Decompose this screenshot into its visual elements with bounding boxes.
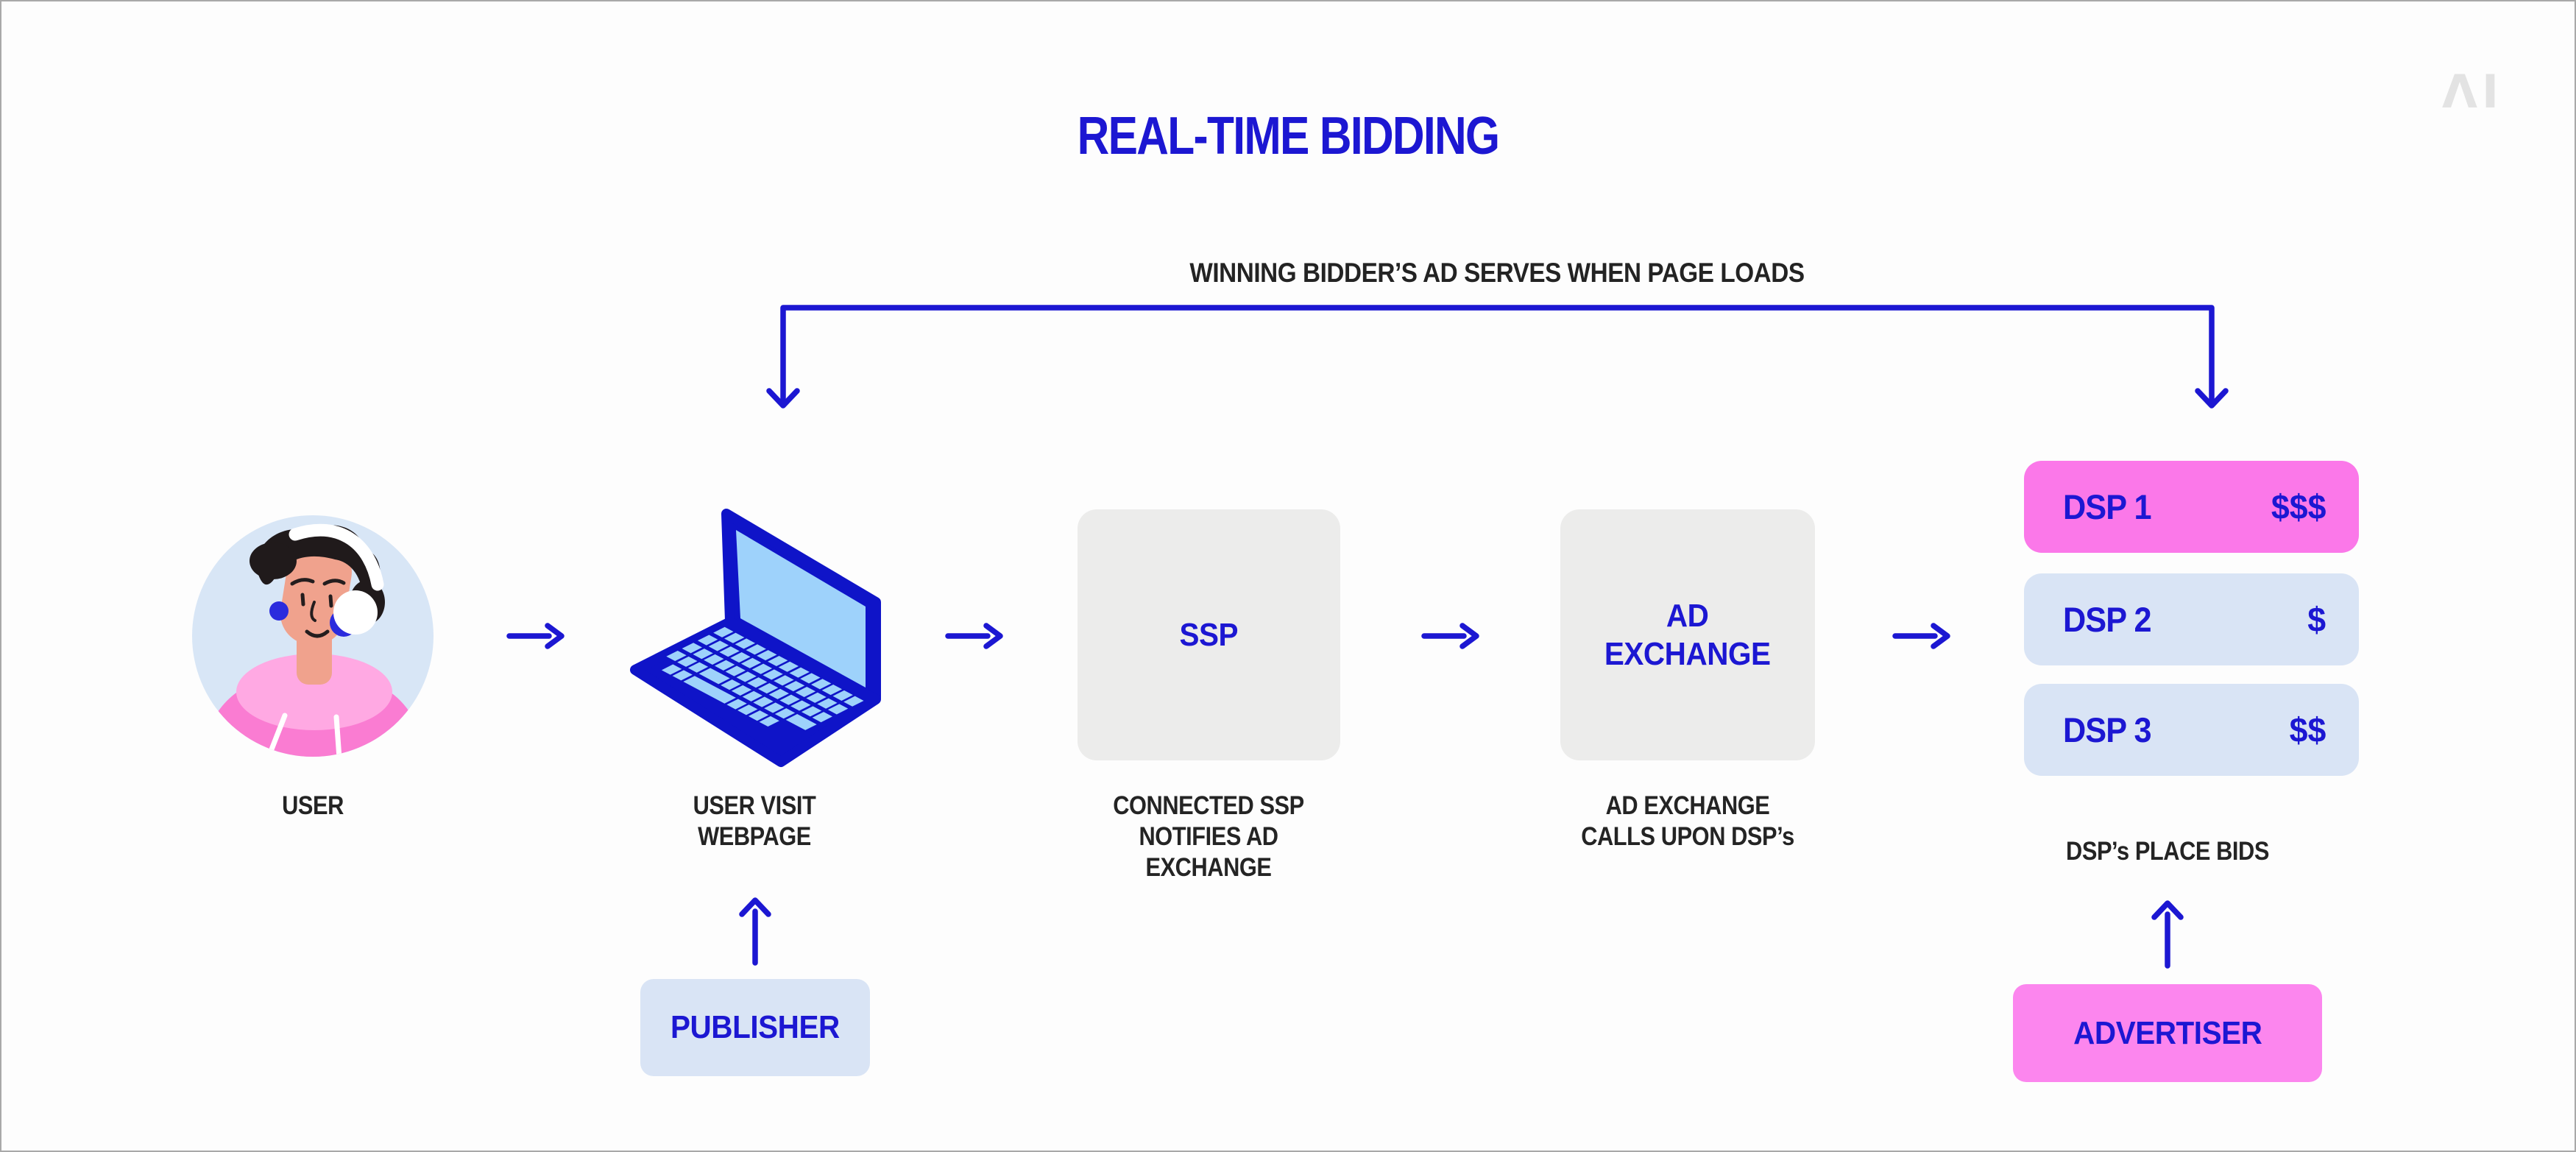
return-flow-line	[780, 305, 2215, 406]
ssp-node: SSP	[1078, 509, 1340, 760]
page-title: REAL-TIME BIDDING	[1077, 107, 1501, 166]
user-avatar-icon	[192, 515, 434, 757]
dsp1-row: DSP 1 $$$	[2024, 461, 2359, 553]
dsp2-bid: $	[2307, 600, 2326, 639]
arrowhead-down-right	[2195, 388, 2229, 409]
ssp-caption: CONNECTED SSP NOTIFIES AD EXCHANGE	[1113, 791, 1304, 882]
dsp1-label: DSP 1	[2063, 487, 2152, 526]
ad-exchange-node: AD EXCHANGE	[1560, 509, 1815, 760]
dsp2-label: DSP 2	[2063, 600, 2152, 639]
dsp3-label: DSP 3	[2063, 710, 2152, 749]
ad-exchange-label: AD EXCHANGE	[1604, 597, 1771, 672]
ssp-label: SSP	[1179, 616, 1239, 653]
laptop-icon	[624, 506, 882, 775]
dsp-caption: DSP’s PLACE BIDS	[2066, 837, 2269, 866]
dsp2-row: DSP 2 $	[2024, 573, 2359, 665]
arrow-user-to-laptop	[506, 623, 565, 649]
arrow-adx-to-dsp	[1892, 623, 1950, 649]
arrow-advertiser-up	[2151, 900, 2184, 969]
webpage-caption: USER VISIT WEBPAGE	[693, 791, 816, 851]
brand-logo: ΛI	[2442, 65, 2504, 119]
arrow-ssp-to-adx	[1421, 623, 1479, 649]
advertiser-label: ADVERTISER	[2073, 1014, 2262, 1051]
winning-bid-flow-label: WINNING BIDDER’S AD SERVES WHEN PAGE LOA…	[1189, 258, 1805, 288]
user-caption: USER	[282, 791, 344, 820]
advertiser-node: ADVERTISER	[2013, 984, 2322, 1082]
ad-exchange-caption: AD EXCHANGE CALLS UPON DSP’s	[1581, 791, 1794, 851]
arrow-publisher-up	[739, 897, 771, 966]
dsp1-bid: $$$	[2271, 487, 2326, 526]
arrowhead-down-left	[766, 388, 800, 409]
arrow-laptop-to-ssp	[945, 623, 1003, 649]
dsp3-row: DSP 3 $$	[2024, 684, 2359, 776]
publisher-node: PUBLISHER	[640, 979, 870, 1076]
dsp3-bid: $$	[2289, 710, 2326, 749]
publisher-label: PUBLISHER	[670, 1009, 840, 1045]
